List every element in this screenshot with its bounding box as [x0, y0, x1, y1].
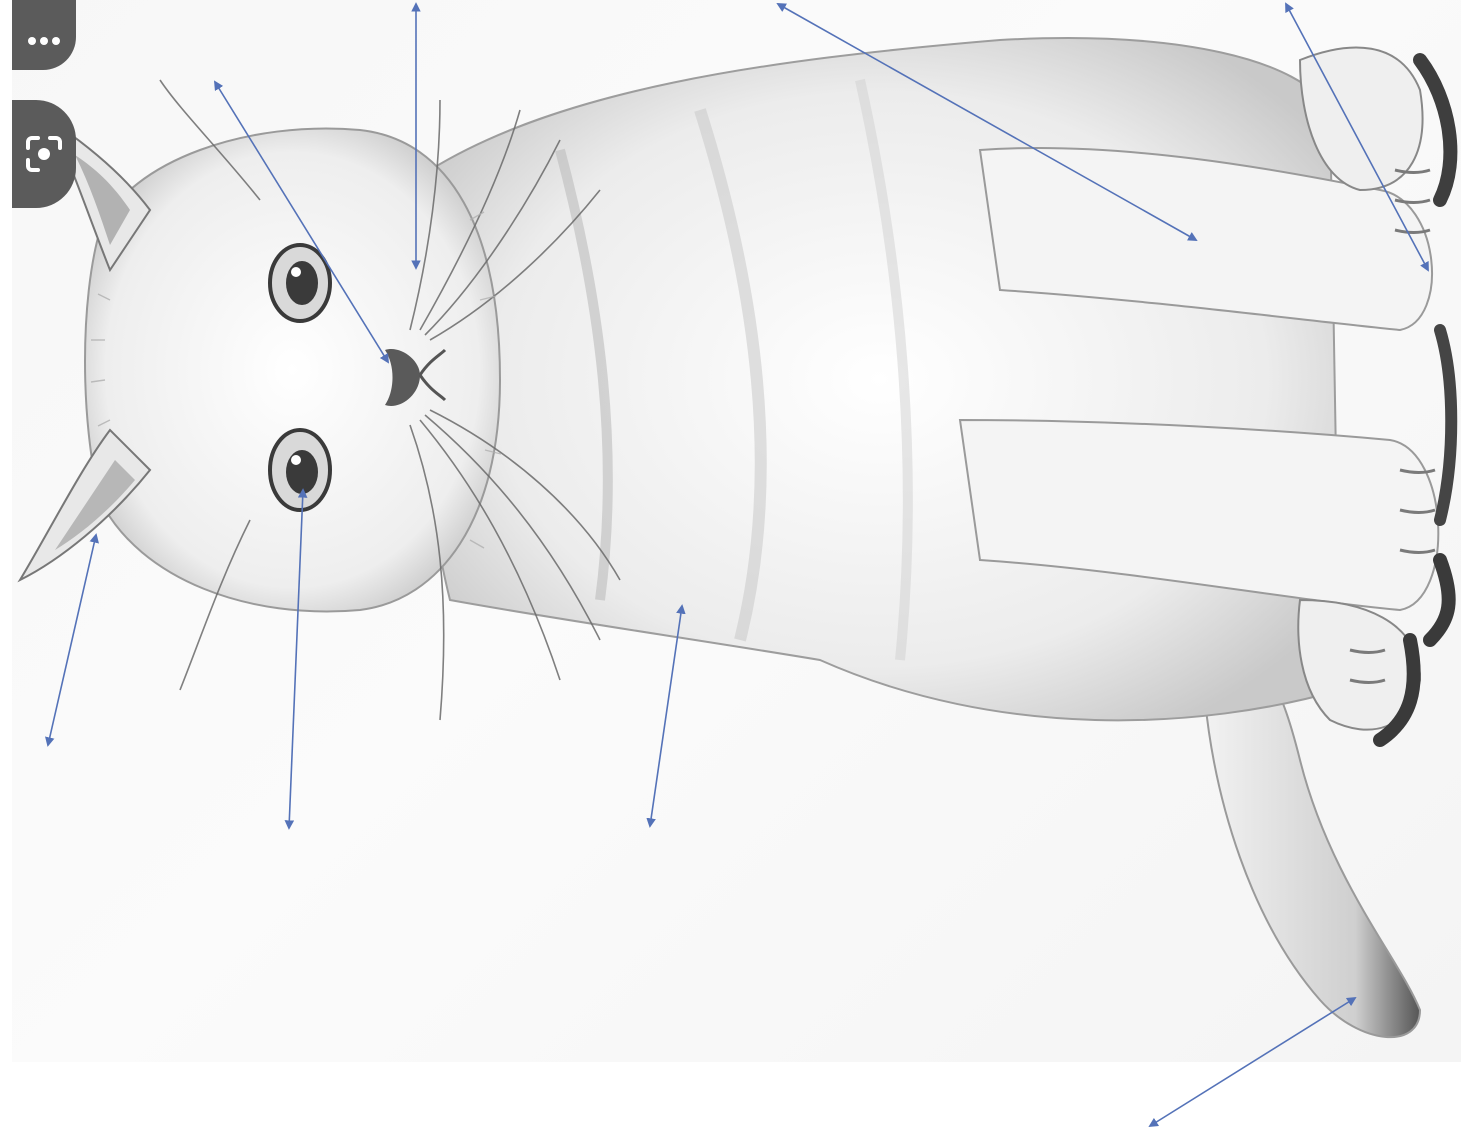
- lens-search-icon: [24, 134, 64, 174]
- arrow-tail: [1150, 998, 1355, 1126]
- arrow-nose: [215, 82, 388, 362]
- arrow-eye: [289, 490, 303, 828]
- arrow-ear: [48, 535, 96, 745]
- arrow-back: [778, 4, 1196, 240]
- visual-search-button[interactable]: [12, 100, 76, 208]
- arrow-paw: [1286, 4, 1428, 270]
- more-horizontal-icon: [26, 35, 62, 47]
- arrow-chest: [650, 606, 682, 826]
- more-options-button[interactable]: [12, 0, 76, 70]
